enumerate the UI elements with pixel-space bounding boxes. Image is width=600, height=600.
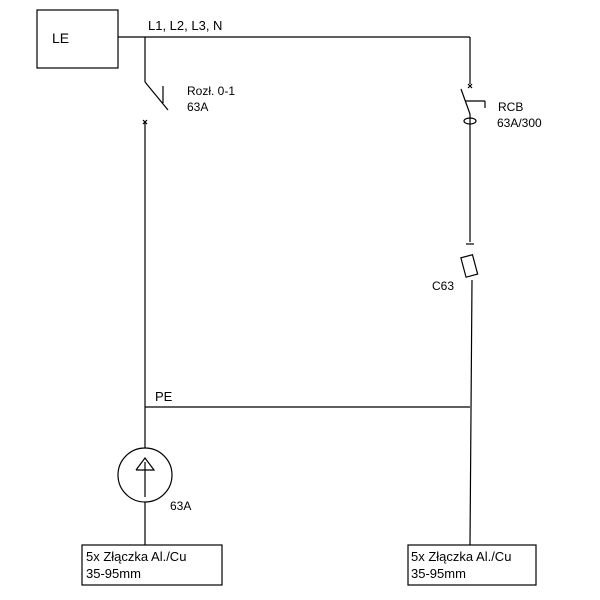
socket-rating-label: 63A	[170, 499, 191, 513]
right-branch-lower-line	[469, 279, 473, 546]
terminal-left-line1: 5x Złączka Al./Cu	[86, 549, 186, 564]
rcb-rating-label: 63A/300	[497, 116, 542, 130]
isolator-switch-blade	[144, 81, 169, 111]
supply-box	[36, 9, 119, 69]
terminal-right-line2: 35-95mm	[411, 566, 466, 581]
socket-arrow-head	[135, 457, 156, 471]
supply-box-label: LE	[52, 30, 69, 46]
terminal-box-left	[81, 544, 223, 586]
switch-rating-label: 63A	[187, 100, 208, 114]
switch-name-label: Rozł. 0-1	[187, 84, 235, 98]
pe-label: PE	[155, 389, 173, 404]
rcb-contact-mark-b	[467, 83, 473, 89]
breaker-body	[460, 254, 479, 278]
terminal-right-line1: 5x Złączka Al./Cu	[411, 549, 511, 564]
terminal-box-right	[407, 544, 537, 586]
bus-label: L1, L2, L3, N	[148, 18, 222, 33]
terminal-left-line2: 35-95mm	[86, 566, 141, 581]
breaker-label: C63	[432, 279, 454, 293]
rcb-name-label: RCB	[498, 100, 523, 114]
